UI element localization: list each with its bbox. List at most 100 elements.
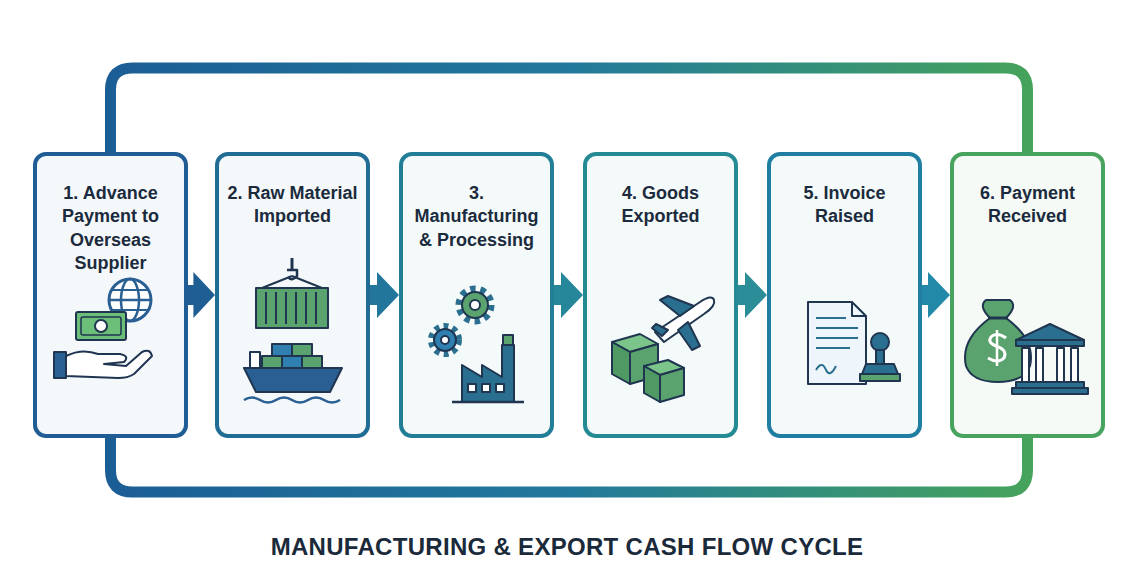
- flow-arrow: [188, 272, 215, 318]
- import-icon-part: [292, 344, 312, 356]
- process-box: 6. Payment Received: [950, 152, 1105, 438]
- payment-icon-part: [109, 279, 151, 321]
- process-box: 3. Manufacturing & Processing: [399, 152, 554, 438]
- invoice-icon: [808, 302, 900, 384]
- import-icon-part: [282, 356, 302, 368]
- import-icon-part: [315, 292, 317, 324]
- payment-icon-part: [76, 312, 126, 340]
- payment-icon-part: [66, 351, 152, 378]
- invoice-icon-part: [816, 365, 836, 373]
- payment-received-icon-part: [1016, 340, 1084, 346]
- box-label: 2. Raw Material Imported: [227, 182, 358, 229]
- import-icon-part: [285, 292, 287, 324]
- import-icon-part: [272, 344, 292, 356]
- manufacturing-icon-part: [441, 336, 449, 344]
- flow-arrow-shape: [922, 272, 950, 318]
- invoice-icon-part: [876, 350, 884, 364]
- box-label: 1. Advance Payment to Overseas Supplier: [45, 182, 176, 276]
- export-icon-part: [660, 368, 684, 402]
- import-icon-part: [305, 292, 307, 324]
- import-icon-part: [291, 258, 294, 270]
- payment-icon-part: [113, 309, 147, 311]
- import-icon-part: [250, 352, 260, 368]
- process-box: 1. Advance Payment to Overseas Supplier: [33, 152, 188, 438]
- invoice-icon-part: [852, 302, 866, 316]
- export-icon-part: [660, 296, 694, 316]
- manufacturing-icon-part: [496, 384, 504, 392]
- process-box: 5. Invoice Raised: [767, 152, 922, 438]
- manufacturing-icon-part: [452, 401, 524, 404]
- import-icon-part: [262, 276, 292, 288]
- payment-icon-part: [121, 279, 139, 321]
- box-label: 3. Manufacturing & Processing: [411, 182, 542, 252]
- flow-arrow: [554, 272, 583, 318]
- payment-icon-part: [81, 317, 121, 335]
- flow-arrow-shape: [738, 272, 767, 318]
- invoice-icon-part: [860, 374, 900, 381]
- manufacturing-icon: [432, 290, 524, 402]
- manufacturing-icon-part: [462, 292, 488, 318]
- manufacturing-icon-part: [503, 335, 513, 345]
- manufacturing-icon-part: [468, 384, 476, 392]
- payment-received-icon-part: [1012, 388, 1088, 394]
- flow-arrow-shape: [370, 272, 399, 318]
- invoice-icon-part: [816, 317, 846, 319]
- import-icon-part: [292, 276, 322, 288]
- box-label: 6. Payment Received: [962, 182, 1093, 229]
- process-box: 2. Raw Material Imported: [215, 152, 370, 438]
- import-icon-part: [302, 356, 322, 368]
- export-icon-part: [678, 322, 700, 350]
- invoice-icon-part: [862, 364, 898, 374]
- process-box: 4. Goods Exported: [583, 152, 738, 438]
- payment-icon: [54, 279, 152, 378]
- invoice-icon-part: [816, 347, 850, 349]
- flow-arrow-shape: [188, 272, 215, 318]
- payment-received-icon-part: [965, 318, 1031, 382]
- invoice-icon-part: [808, 302, 866, 384]
- import-icon-part: [275, 292, 277, 324]
- payment-icon-part: [95, 320, 107, 332]
- payment-received-icon-part: [1036, 348, 1043, 382]
- import-icon-part: [244, 368, 342, 392]
- export-icon-part: [612, 334, 658, 352]
- flow-arrow: [922, 272, 950, 318]
- manufacturing-icon-part: [462, 345, 514, 402]
- import-icon-part: [295, 292, 297, 324]
- manufacturing-icon-part: [482, 384, 490, 392]
- payment-received-icon-part: [996, 330, 999, 366]
- import-icon-part: [287, 270, 297, 279]
- import-icon-part: [262, 356, 282, 368]
- flow-arrow: [370, 272, 399, 318]
- flow-arrow-shape: [554, 272, 583, 318]
- export-icon-part: [652, 324, 668, 336]
- manufacturing-icon-part: [470, 300, 480, 310]
- export-icon-part: [644, 360, 684, 375]
- export-icon-part: [612, 342, 630, 384]
- box-label: 5. Invoice Raised: [779, 182, 910, 229]
- export-icon-part: [655, 297, 714, 342]
- import-icon-part: [244, 398, 340, 403]
- payment-received-icon-part: [1057, 348, 1064, 382]
- flow-arrow: [738, 272, 767, 318]
- payment-received-icon-part: [1016, 324, 1084, 340]
- payment-received-icon-part: [1022, 348, 1029, 382]
- payment-icon-part: [113, 289, 147, 291]
- payment-received-icon: [965, 300, 1088, 394]
- manufacturing-icon-part: [434, 329, 456, 351]
- invoice-icon-part: [816, 337, 858, 339]
- manufacturing-icon-part: [432, 327, 458, 353]
- invoice-icon-part: [871, 333, 889, 351]
- import-icon-part: [265, 292, 267, 324]
- payment-received-icon-part: [988, 317, 1008, 320]
- diagram-title: MANUFACTURING & EXPORT CASH FLOW CYCLE: [0, 533, 1134, 561]
- payment-received-icon-part: [988, 334, 1006, 361]
- box-label: 4. Goods Exported: [595, 182, 726, 229]
- payment-icon-part: [109, 299, 151, 302]
- payment-icon-part: [54, 352, 66, 378]
- export-icon-part: [644, 366, 660, 402]
- payment-received-icon-part: [1016, 382, 1084, 388]
- import-icon-part: [256, 288, 328, 328]
- payment-received-icon-part: [1071, 348, 1078, 382]
